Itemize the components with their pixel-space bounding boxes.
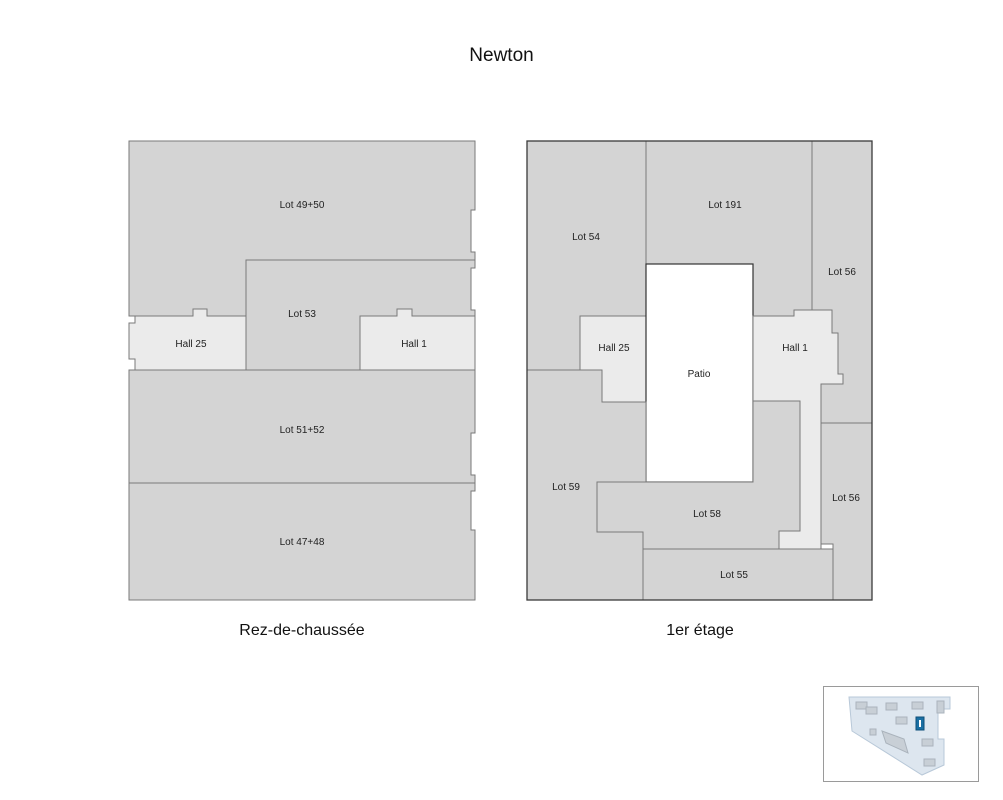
floor-caption-1er-etage: 1er étage xyxy=(666,622,734,639)
room-lot-47-48[interactable] xyxy=(128,482,476,601)
room-label: Lot 54 xyxy=(572,232,600,243)
floor-plan-1er-etage: Lot 54 Lot 191 Lot 56 Hall 25 Patio Hall… xyxy=(526,140,873,601)
floor-caption-rez-de-chaussee: Rez-de-chaussée xyxy=(239,622,365,639)
room-label: Hall 1 xyxy=(401,339,427,350)
floor-outline xyxy=(526,140,873,601)
room-label: Lot 55 xyxy=(720,570,748,581)
room-label: Lot 49+50 xyxy=(280,200,325,211)
room-label: Hall 1 xyxy=(782,343,808,354)
room-label: Lot 59 xyxy=(552,482,580,493)
building-title: Newton xyxy=(469,45,534,66)
room-label: Lot 58 xyxy=(693,509,721,520)
site-minimap[interactable] xyxy=(823,686,979,782)
room-lot-58[interactable] xyxy=(596,400,801,550)
room-label: Lot 51+52 xyxy=(280,425,325,436)
site-locator-map-icon xyxy=(848,696,951,776)
room-label: Lot 191 xyxy=(708,200,742,211)
room-patio[interactable] xyxy=(645,263,754,483)
room-label: Hall 25 xyxy=(598,343,630,354)
room-label: Hall 25 xyxy=(175,339,207,350)
room-label: Lot 53 xyxy=(288,309,316,320)
floor-plan-rez-de-chaussee: Lot 49+50 Lot 53 Hall 25 Hall 1 Lot 51+5… xyxy=(128,140,476,601)
room-label: Lot 47+48 xyxy=(280,537,325,548)
room-label: Patio xyxy=(688,369,711,380)
room-label: Lot 56 xyxy=(832,493,860,504)
room-label: Lot 56 xyxy=(828,267,856,278)
